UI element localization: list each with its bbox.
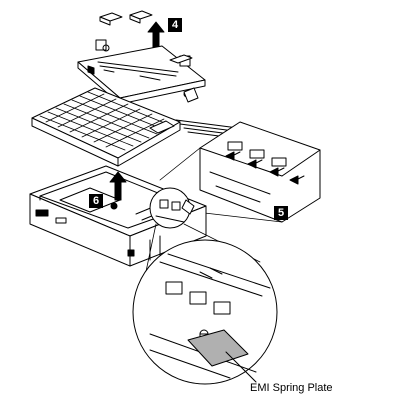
keyboard [31, 87, 181, 167]
base-detail-circle [149, 187, 195, 229]
disconnect-arrows [225, 151, 299, 185]
emi-pointer-line [225, 351, 257, 383]
step-5-badge: 5 [274, 206, 288, 220]
connector-detail-view [199, 121, 321, 223]
loose-cover-pieces [99, 10, 153, 26]
keyboard-keys [39, 91, 173, 151]
step-4-badge: 4 [168, 18, 182, 32]
emi-detail-view [132, 239, 278, 385]
callout-leader-lines [159, 147, 283, 223]
emi-spring-plate-label: EMI Spring Plate [250, 382, 333, 394]
emi-spring-plate [187, 329, 249, 367]
emi-detail-internals [149, 253, 271, 379]
lift-arrow-6 [109, 171, 127, 201]
step-6-badge: 6 [89, 194, 103, 208]
lift-arrow-4 [147, 21, 165, 53]
